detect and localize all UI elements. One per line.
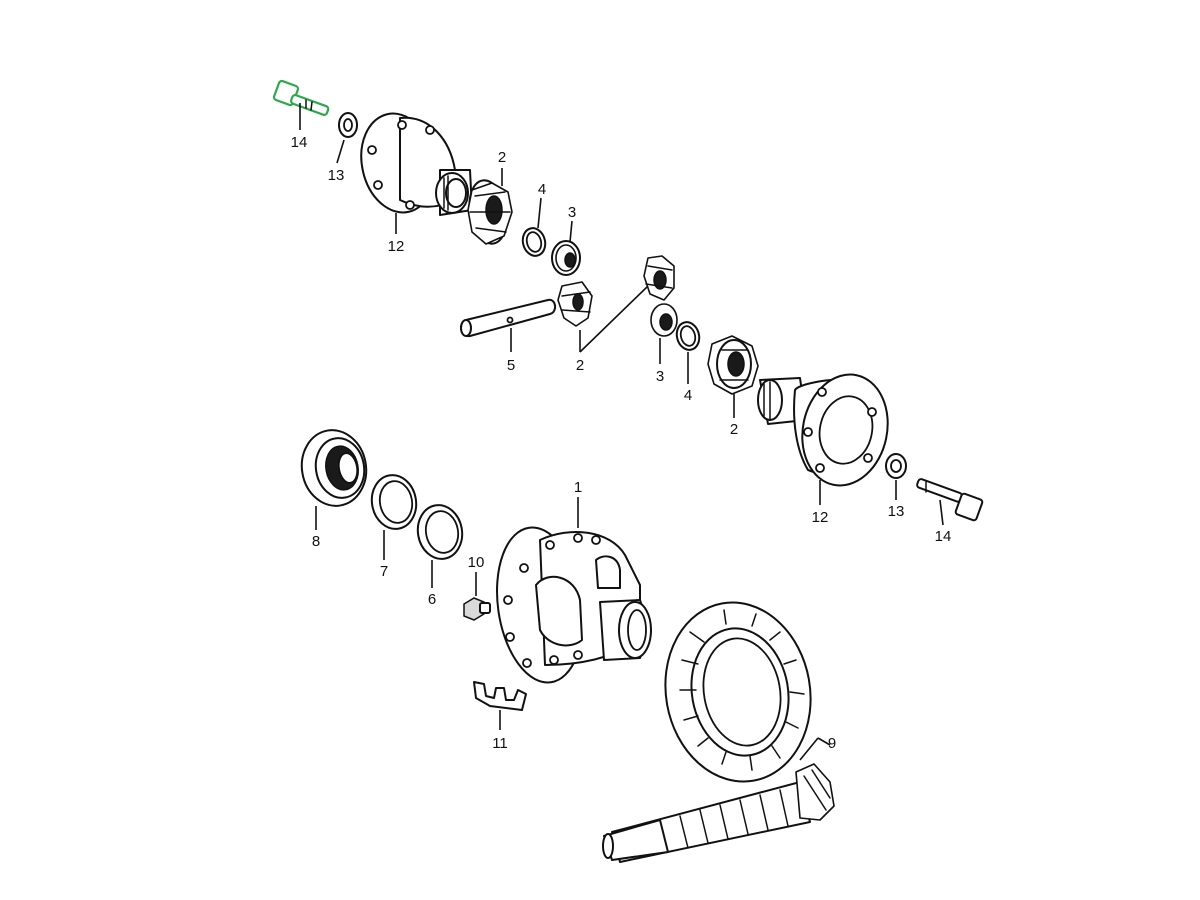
side-flange-12-left[interactable] — [352, 107, 473, 220]
washer-13-right[interactable] — [885, 453, 907, 479]
washer-13-left[interactable] — [338, 112, 358, 138]
screw-10[interactable] — [463, 597, 491, 621]
bolt-14-right[interactable] — [916, 478, 984, 522]
callout-13-right: 13 — [888, 503, 905, 520]
side-flange-12-right[interactable] — [757, 366, 898, 493]
callout-4-right: 4 — [684, 387, 692, 404]
callout-10: 10 — [468, 554, 485, 571]
callout-14-right: 14 — [935, 528, 952, 545]
callout-1: 1 — [574, 479, 582, 496]
callout-12-left: 12 — [388, 238, 405, 255]
pinion-shaft-5[interactable] — [460, 298, 556, 338]
shim-7[interactable] — [368, 472, 421, 533]
callout-3-top: 3 — [568, 204, 576, 221]
bolt-14-left[interactable] — [272, 79, 330, 116]
side-gear-2-top[interactable] — [465, 177, 513, 246]
callout-4-top: 4 — [538, 181, 546, 198]
ring-gear-9[interactable] — [651, 591, 824, 793]
pinion-gear-2-upper[interactable] — [643, 255, 675, 301]
callout-labels: 14 13 12 2 4 3 5 2 3 4 2 12 13 14 8 7 6 … — [291, 134, 952, 752]
pinion-gear-2-center[interactable] — [557, 281, 593, 327]
callout-2-top: 2 — [498, 149, 506, 166]
callout-5: 5 — [507, 357, 515, 374]
callout-8: 8 — [312, 533, 320, 550]
bearing-8[interactable] — [296, 425, 372, 511]
callout-2-center: 2 — [576, 357, 584, 374]
leader-lines — [299, 103, 944, 761]
callout-2-right: 2 — [730, 421, 738, 438]
drive-pinion-shaft-9[interactable] — [602, 763, 835, 863]
callout-11: 11 — [492, 735, 508, 752]
lock-plate-11[interactable] — [473, 681, 527, 711]
shim-6[interactable] — [414, 502, 467, 563]
callout-14-left: 14 — [291, 134, 308, 151]
pinion-3-right[interactable] — [650, 303, 678, 337]
snap-ring-4-right[interactable] — [674, 320, 702, 353]
differential-case-1[interactable] — [488, 522, 652, 688]
callout-7: 7 — [380, 563, 388, 580]
pinion-3-top[interactable] — [551, 240, 581, 276]
callout-9: 9 — [828, 735, 836, 752]
callout-13-left: 13 — [328, 167, 345, 184]
callout-6: 6 — [428, 591, 436, 608]
callout-3-right: 3 — [656, 368, 664, 385]
side-gear-2-right[interactable] — [707, 335, 759, 395]
snap-ring-4-top[interactable] — [520, 226, 548, 259]
callout-12-right: 12 — [812, 509, 829, 526]
